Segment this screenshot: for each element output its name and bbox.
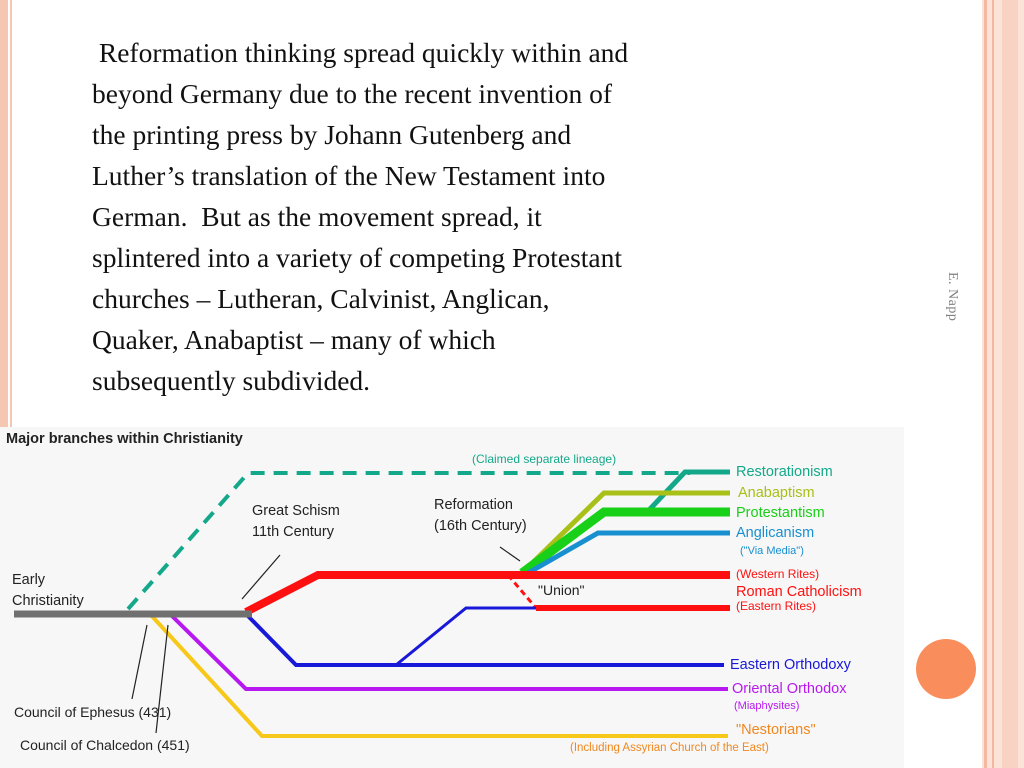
diagram-svg: Major branches within Christianity Ea [6,431,862,754]
slide-paragraph: Reformation thinking spread quickly with… [92,32,892,401]
christianity-branches-diagram: Major branches within Christianity Ea [0,427,904,768]
claimed-lineage-label: (Claimed separate lineage) [472,452,616,466]
paragraph-line: Quaker, Anabaptist – many of which [92,324,496,355]
early-christianity-label-2: Christianity [12,593,84,609]
paragraph-line: splintered into a variety of competing P… [92,242,623,273]
eastern-orthodoxy-line [244,612,724,667]
early-christianity-label-1: Early [12,572,46,588]
council-ephesus-label: Council of Ephesus (431) [14,704,171,720]
assyrian-church-label: (Including Assyrian Church of the East) [570,742,769,754]
western-rites-label: (Western Rites) [736,567,819,581]
catholic-line [244,571,730,616]
union-label: "Union" [538,582,585,598]
paragraph-line: Luther’s translation of the New Testamen… [92,160,606,191]
left-border-line [10,0,12,430]
left-border-strip [0,0,8,768]
restorationism-line [648,469,730,511]
reformation-pointer [499,546,521,562]
via-media-label: ("Via Media") [740,545,804,557]
paragraph-line: subsequently subdivided. [92,365,371,396]
eastern-rites-label: (Eastern Rites) [736,599,816,613]
great-schism-label-2: 11th Century [252,524,335,540]
miaphysites-label: (Miaphysites) [734,700,799,712]
author-footer: E. Napp [945,272,960,322]
schism-pointer [241,554,281,600]
council-chalcedon-label: Council of Chalcedon (451) [20,737,190,753]
right-border-band [982,0,1024,768]
paragraph-line: German. But as the movement spread, it [92,201,542,232]
right-border-line-3 [1002,0,1018,768]
roman-catholicism-label: Roman Catholicism [736,584,862,600]
reformation-label-2: (16th Century) [434,518,527,534]
oriental-orthodox-label: Oriental Orthodox [732,681,847,697]
protestantism-label: Protestantism [736,505,825,521]
right-border-line-2 [992,0,994,768]
restorationism-label: Restorationism [736,464,833,480]
ephesus-pointer [131,624,148,700]
anabaptism-label: Anabaptism [738,485,815,501]
anabaptism-line [520,490,730,575]
chalcedon-pointer [155,624,169,734]
nestorians-label: "Nestorians" [736,722,816,738]
union-dashed-line [506,574,538,609]
protestantism-line [519,507,730,577]
paragraph-line: churches – Lutheran, Calvinist, Anglican… [92,283,550,314]
oriental-orthodox-line [168,612,728,691]
decorative-circle [916,639,976,699]
eastern-orthodoxy-label: Eastern Orthodoxy [730,657,852,673]
paragraph-line: beyond Germany due to the recent inventi… [92,78,613,109]
great-schism-label-1: Great Schism [252,503,340,519]
union-orthodoxy-line [395,606,536,667]
paragraph-line: the printing press by Johann Gutenberg a… [92,119,572,150]
reformation-label-1: Reformation [434,497,513,513]
paragraph-line: Reformation thinking spread quickly with… [92,37,629,68]
nestorians-line [148,612,728,738]
right-border-line-1 [984,0,987,768]
anglicanism-line [526,530,730,576]
anglicanism-label: Anglicanism [736,525,814,541]
diagram-title: Major branches within Christianity [6,431,243,447]
